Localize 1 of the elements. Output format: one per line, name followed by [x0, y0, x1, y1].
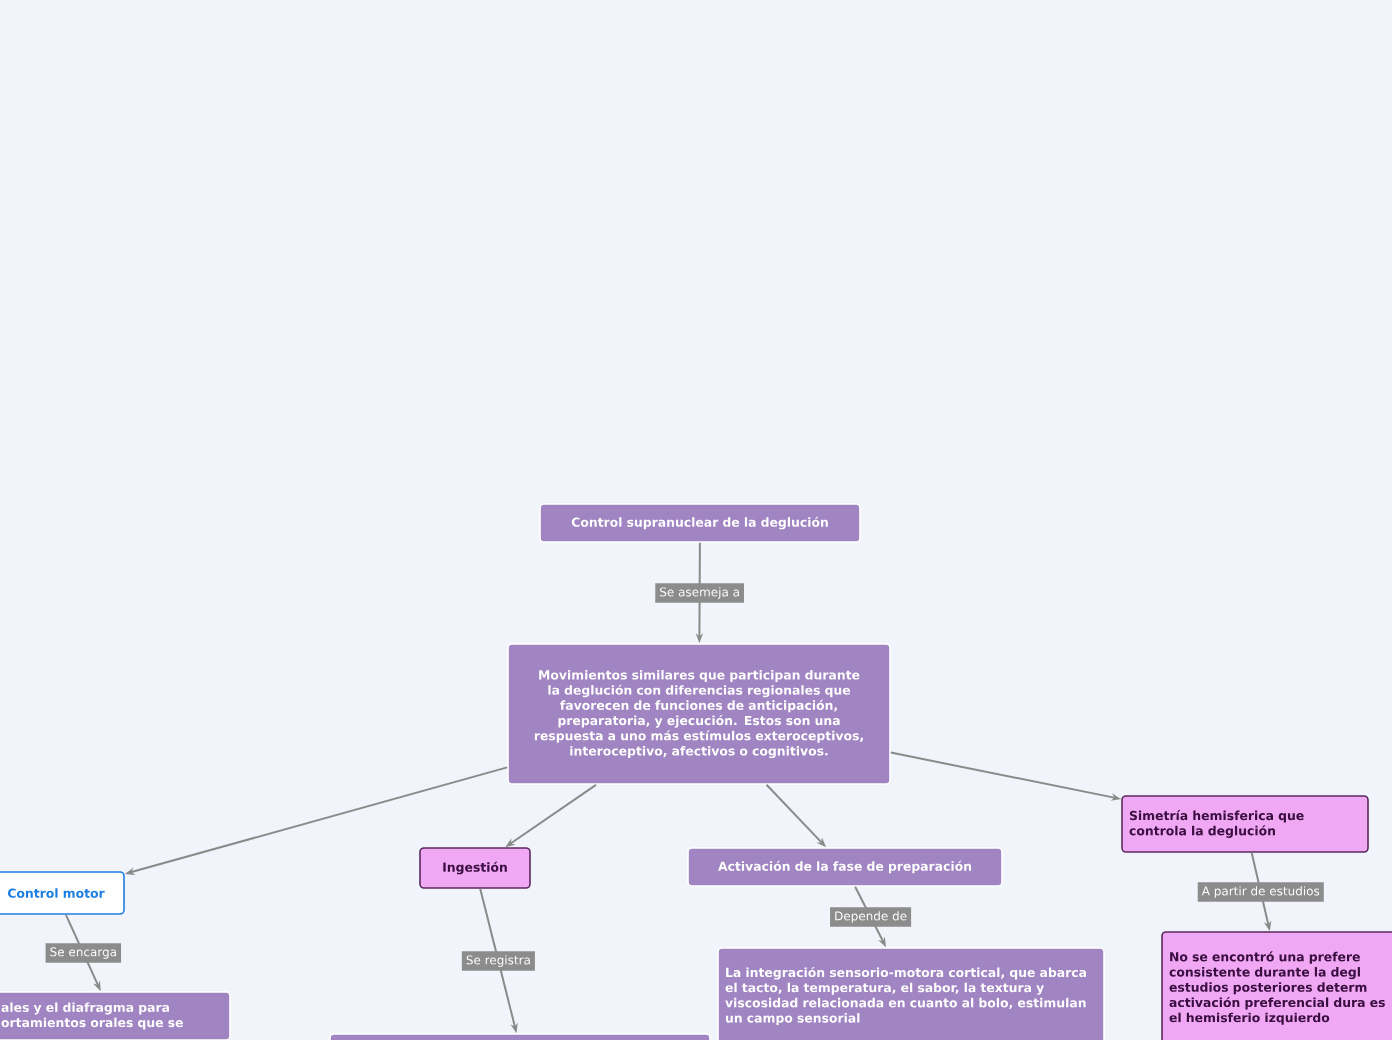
- topic-box: [329, 1033, 711, 1040]
